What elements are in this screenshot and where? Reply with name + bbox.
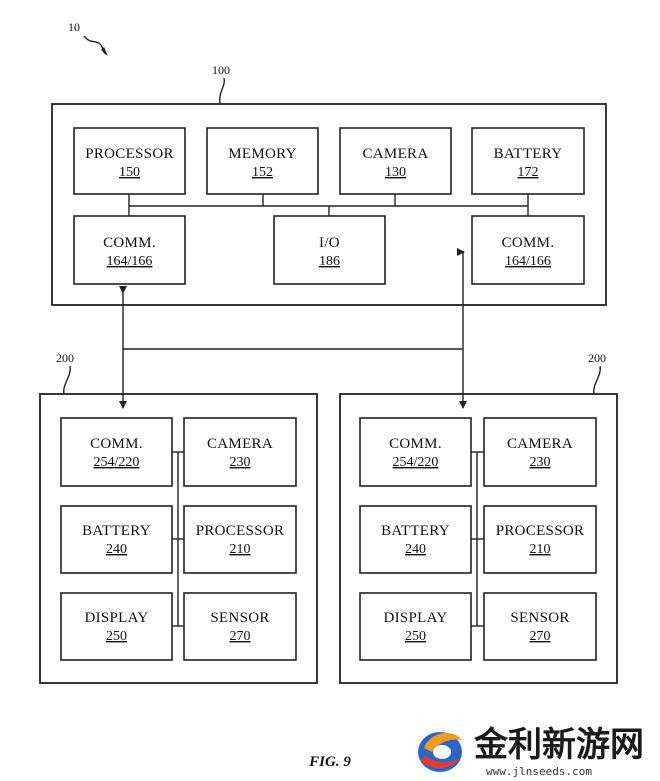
pr-display-num: 250 (405, 629, 426, 644)
camera-label: CAMERA (363, 146, 429, 162)
io-label: I/O (319, 235, 340, 251)
pl-battery-block: BATTERY 240 (60, 505, 173, 574)
pl-processor-block: PROCESSOR 210 (183, 505, 297, 574)
pl-camera-num: 230 (230, 455, 251, 470)
pr-processor-num: 210 (530, 542, 551, 557)
memory-label: MEMORY (228, 146, 296, 162)
io-num: 186 (319, 254, 340, 269)
comm-right-label: COMM. (502, 235, 555, 251)
device-ref-leader (218, 77, 226, 105)
pr-sensor-block: SENSOR 270 (483, 592, 597, 661)
pr-processor-label: PROCESSOR (496, 523, 585, 539)
peripheral-left-ref: 200 (56, 351, 74, 365)
battery-label: BATTERY (494, 146, 563, 162)
processor-num: 150 (119, 165, 140, 180)
peripheral-left-leader (63, 365, 71, 395)
camera-130-block: CAMERA 130 (339, 127, 452, 195)
watermark: 金利新游网 www.jlnseeds.com (418, 725, 644, 778)
memory-152-block: MEMORY 152 (206, 127, 319, 195)
processor-label: PROCESSOR (85, 146, 174, 162)
comm-right-block: COMM. 164/166 (471, 215, 585, 285)
watermark-url: www.jlnseeds.com (486, 765, 592, 778)
comm-right-num: 164/166 (505, 254, 551, 269)
pl-comm-num: 254/220 (94, 455, 140, 470)
pl-display-num: 250 (106, 629, 127, 644)
device-ref-label: 100 (212, 63, 230, 77)
io-186-block: I/O 186 (273, 215, 386, 285)
pl-battery-num: 240 (106, 542, 127, 557)
device-100-box (51, 103, 607, 306)
pl-display-block: DISPLAY 250 (60, 592, 173, 661)
pr-battery-num: 240 (405, 542, 426, 557)
pr-comm-block: COMM. 254/220 (359, 417, 472, 487)
pl-camera-block: CAMERA 230 (183, 417, 297, 487)
pl-processor-num: 210 (230, 542, 251, 557)
pl-processor-label: PROCESSOR (196, 523, 285, 539)
pr-sensor-label: SENSOR (510, 610, 569, 626)
system-ref-label: 10 (68, 20, 80, 34)
pr-camera-label: CAMERA (507, 436, 573, 452)
pl-sensor-block: SENSOR 270 (183, 592, 297, 661)
pr-camera-block: CAMERA 230 (483, 417, 597, 487)
pr-battery-label: BATTERY (381, 523, 450, 539)
peripheral-right-leader (593, 365, 601, 395)
pl-comm-label: COMM. (90, 436, 143, 452)
pr-camera-num: 230 (530, 455, 551, 470)
pl-camera-label: CAMERA (207, 436, 273, 452)
camera-num: 130 (385, 165, 406, 180)
pl-display-label: DISPLAY (84, 610, 148, 626)
pr-comm-num: 254/220 (393, 455, 439, 470)
peripheral-left-box (39, 393, 318, 684)
watermark-logo-icon (418, 732, 462, 772)
system-ref-arrowhead (101, 47, 108, 56)
watermark-text: 金利新游网 (473, 725, 644, 765)
figure-caption: FIG. 9 (308, 754, 351, 770)
comm-left-block: COMM. 164/166 (73, 215, 186, 285)
memory-num: 152 (252, 165, 273, 180)
pl-battery-label: BATTERY (82, 523, 151, 539)
pr-sensor-num: 270 (530, 629, 551, 644)
pr-display-block: DISPLAY 250 (359, 592, 472, 661)
pr-comm-label: COMM. (389, 436, 442, 452)
comm-left-num: 164/166 (107, 254, 153, 269)
pr-battery-block: BATTERY 240 (359, 505, 472, 574)
pl-sensor-label: SENSOR (210, 610, 269, 626)
pl-comm-block: COMM. 254/220 (60, 417, 173, 487)
pr-processor-block: PROCESSOR 210 (483, 505, 597, 574)
pr-display-label: DISPLAY (383, 610, 447, 626)
peripheral-right-box (339, 393, 618, 684)
battery-172-block: BATTERY 172 (471, 127, 585, 195)
battery-num: 172 (518, 165, 539, 180)
pl-sensor-num: 270 (230, 629, 251, 644)
peripheral-right-ref: 200 (588, 351, 606, 365)
processor-150-block: PROCESSOR 150 (73, 127, 186, 195)
comm-left-label: COMM. (103, 235, 156, 251)
